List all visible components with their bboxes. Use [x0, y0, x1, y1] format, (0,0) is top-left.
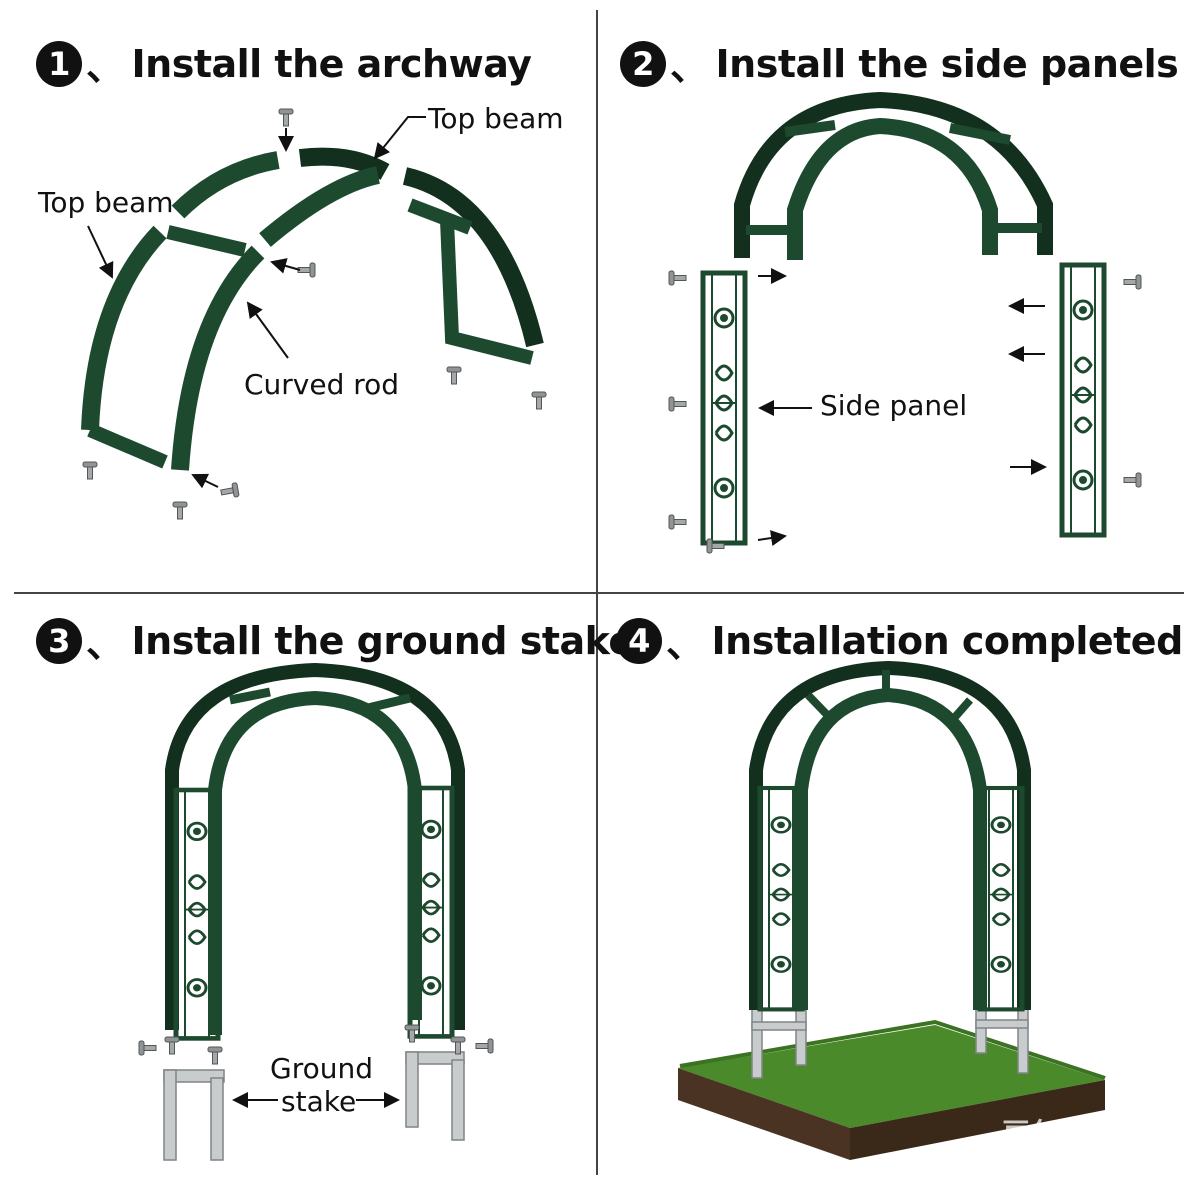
screw-icon [164, 1036, 180, 1055]
rear-cross-bar [407, 198, 473, 235]
front-cross-bar [166, 225, 247, 257]
step-1-number-badge: 1 [36, 40, 82, 87]
step-3-separator: 、 [86, 622, 124, 666]
screw-icon [475, 1038, 494, 1054]
step-2-number-badge: 2 [620, 40, 666, 87]
screw-icon [297, 262, 316, 278]
screw-icon [219, 482, 240, 500]
arrow-icon [191, 473, 219, 489]
step-3-title: 3 、 Install the ground stakes [36, 613, 656, 668]
rear-top-beam-left-segment [298, 147, 390, 180]
screw-icon [82, 461, 98, 480]
screw-icon [1123, 274, 1142, 290]
front-base-bar [87, 423, 168, 469]
step-3-ground-stakes [163, 1051, 465, 1161]
label-ground-stake-line2: stake [281, 1085, 357, 1118]
step-4-separator: 、 [666, 622, 704, 666]
step-4-archway [749, 660, 1031, 1010]
step-3-title-text: Install the ground stakes [131, 618, 657, 663]
front-top-beam-segment [171, 151, 280, 219]
step-4-title: 4 、 Installation completed [616, 613, 1183, 668]
label-side-panel: Side panel [820, 389, 968, 422]
front-curved-rod-left [81, 225, 167, 431]
step-2-title-text: Install the side panels [715, 41, 1179, 86]
step-1-archway-parts [81, 147, 544, 471]
screw-icon [1123, 472, 1142, 488]
step-1-title: 1 、 Install the archway [36, 36, 532, 91]
horizontal-divider [14, 592, 1184, 594]
step-1-separator: 、 [86, 45, 124, 89]
label-top-beam-right: Top beam [428, 102, 564, 135]
label-ground-stake-line1: Ground [270, 1052, 373, 1085]
screw-icon [668, 396, 687, 412]
screw-icon [172, 501, 188, 520]
step-2-archway [734, 91, 1053, 260]
side-panel-right [1062, 265, 1104, 535]
step-3-number-badge: 3 [36, 617, 82, 664]
screw-icon [404, 1024, 420, 1043]
screw-icon [207, 1046, 223, 1065]
arrow-icon [87, 225, 114, 279]
screw-icon [668, 514, 687, 530]
screw-icon [138, 1040, 157, 1056]
middle-top-beam [259, 166, 381, 247]
label-curved-rod: Curved rod [244, 368, 400, 401]
step-1-arrows [87, 116, 426, 489]
arrow-icon [246, 301, 289, 359]
step-1-title-text: Install the archway [131, 41, 532, 86]
rear-leg-frame [440, 219, 534, 365]
step-4-number-badge: 4 [616, 617, 662, 664]
watermark: 豆包AI生成 [1001, 1117, 1152, 1150]
screw-icon [446, 366, 462, 385]
side-panel-left [703, 273, 745, 543]
step-2-separator: 、 [670, 45, 708, 89]
step-2-title: 2 、 Install the side panels [620, 36, 1179, 91]
arrow-icon [270, 258, 301, 274]
step-2-arrows [757, 268, 1047, 546]
front-curved-rod-right [171, 245, 265, 471]
rear-curved-rod [402, 167, 544, 348]
arrow-icon [757, 530, 787, 546]
step-4-title-text: Installation completed [711, 618, 1184, 663]
arrow-icon [373, 116, 426, 160]
screw-icon [278, 108, 294, 127]
step-3-archway [165, 662, 465, 1035]
screw-icon [668, 270, 687, 286]
label-top-beam-left: Top beam [38, 186, 174, 219]
step-4-grass-base [678, 1019, 1106, 1160]
screw-icon [531, 391, 547, 410]
